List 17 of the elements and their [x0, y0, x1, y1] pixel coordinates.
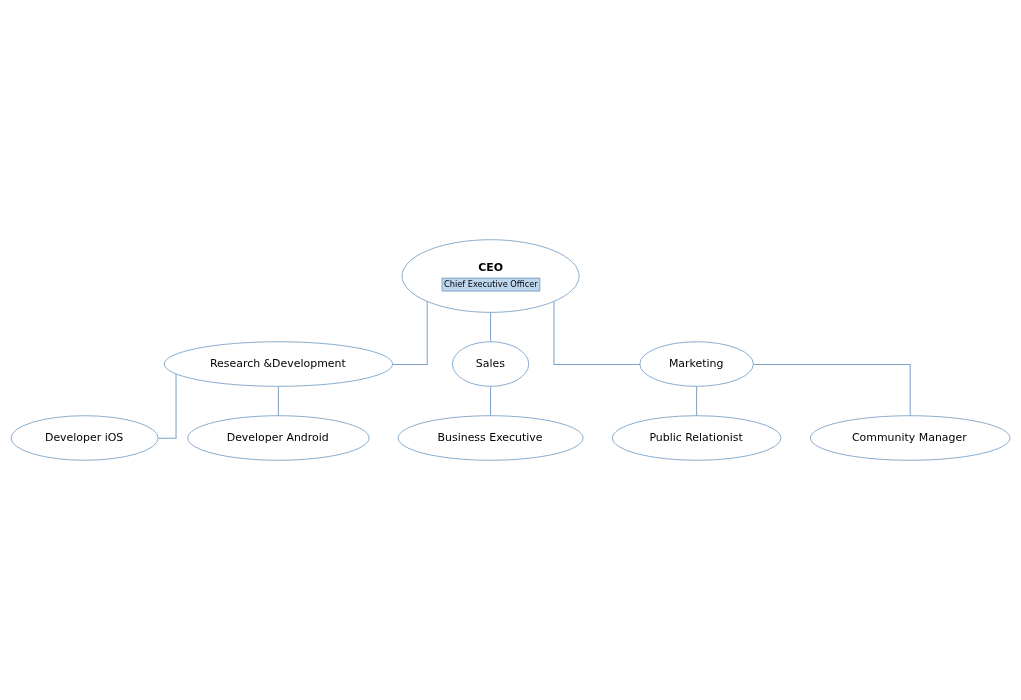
- connector: [490, 312, 492, 343]
- connector: [696, 385, 698, 417]
- node-ellipse: Business Executive: [397, 415, 584, 461]
- node-ellipse: Research &Development: [163, 341, 393, 387]
- node-ellipse: Community Manager: [809, 415, 1011, 461]
- connector: [392, 301, 428, 365]
- connector: [157, 373, 177, 439]
- connector: [490, 385, 492, 417]
- connector: [277, 385, 279, 417]
- node-ellipse: Developer Android: [187, 415, 370, 461]
- node-ellipse: Sales: [452, 341, 530, 387]
- node-ellipse: CEO Chief Executive Officer: [401, 239, 580, 313]
- connector: [752, 363, 911, 417]
- node-ellipse: Marketing: [639, 341, 754, 387]
- connector: [553, 301, 641, 365]
- node-ellipse: Developer iOS: [10, 415, 159, 461]
- node-ellipse: Public Relationist: [611, 415, 782, 461]
